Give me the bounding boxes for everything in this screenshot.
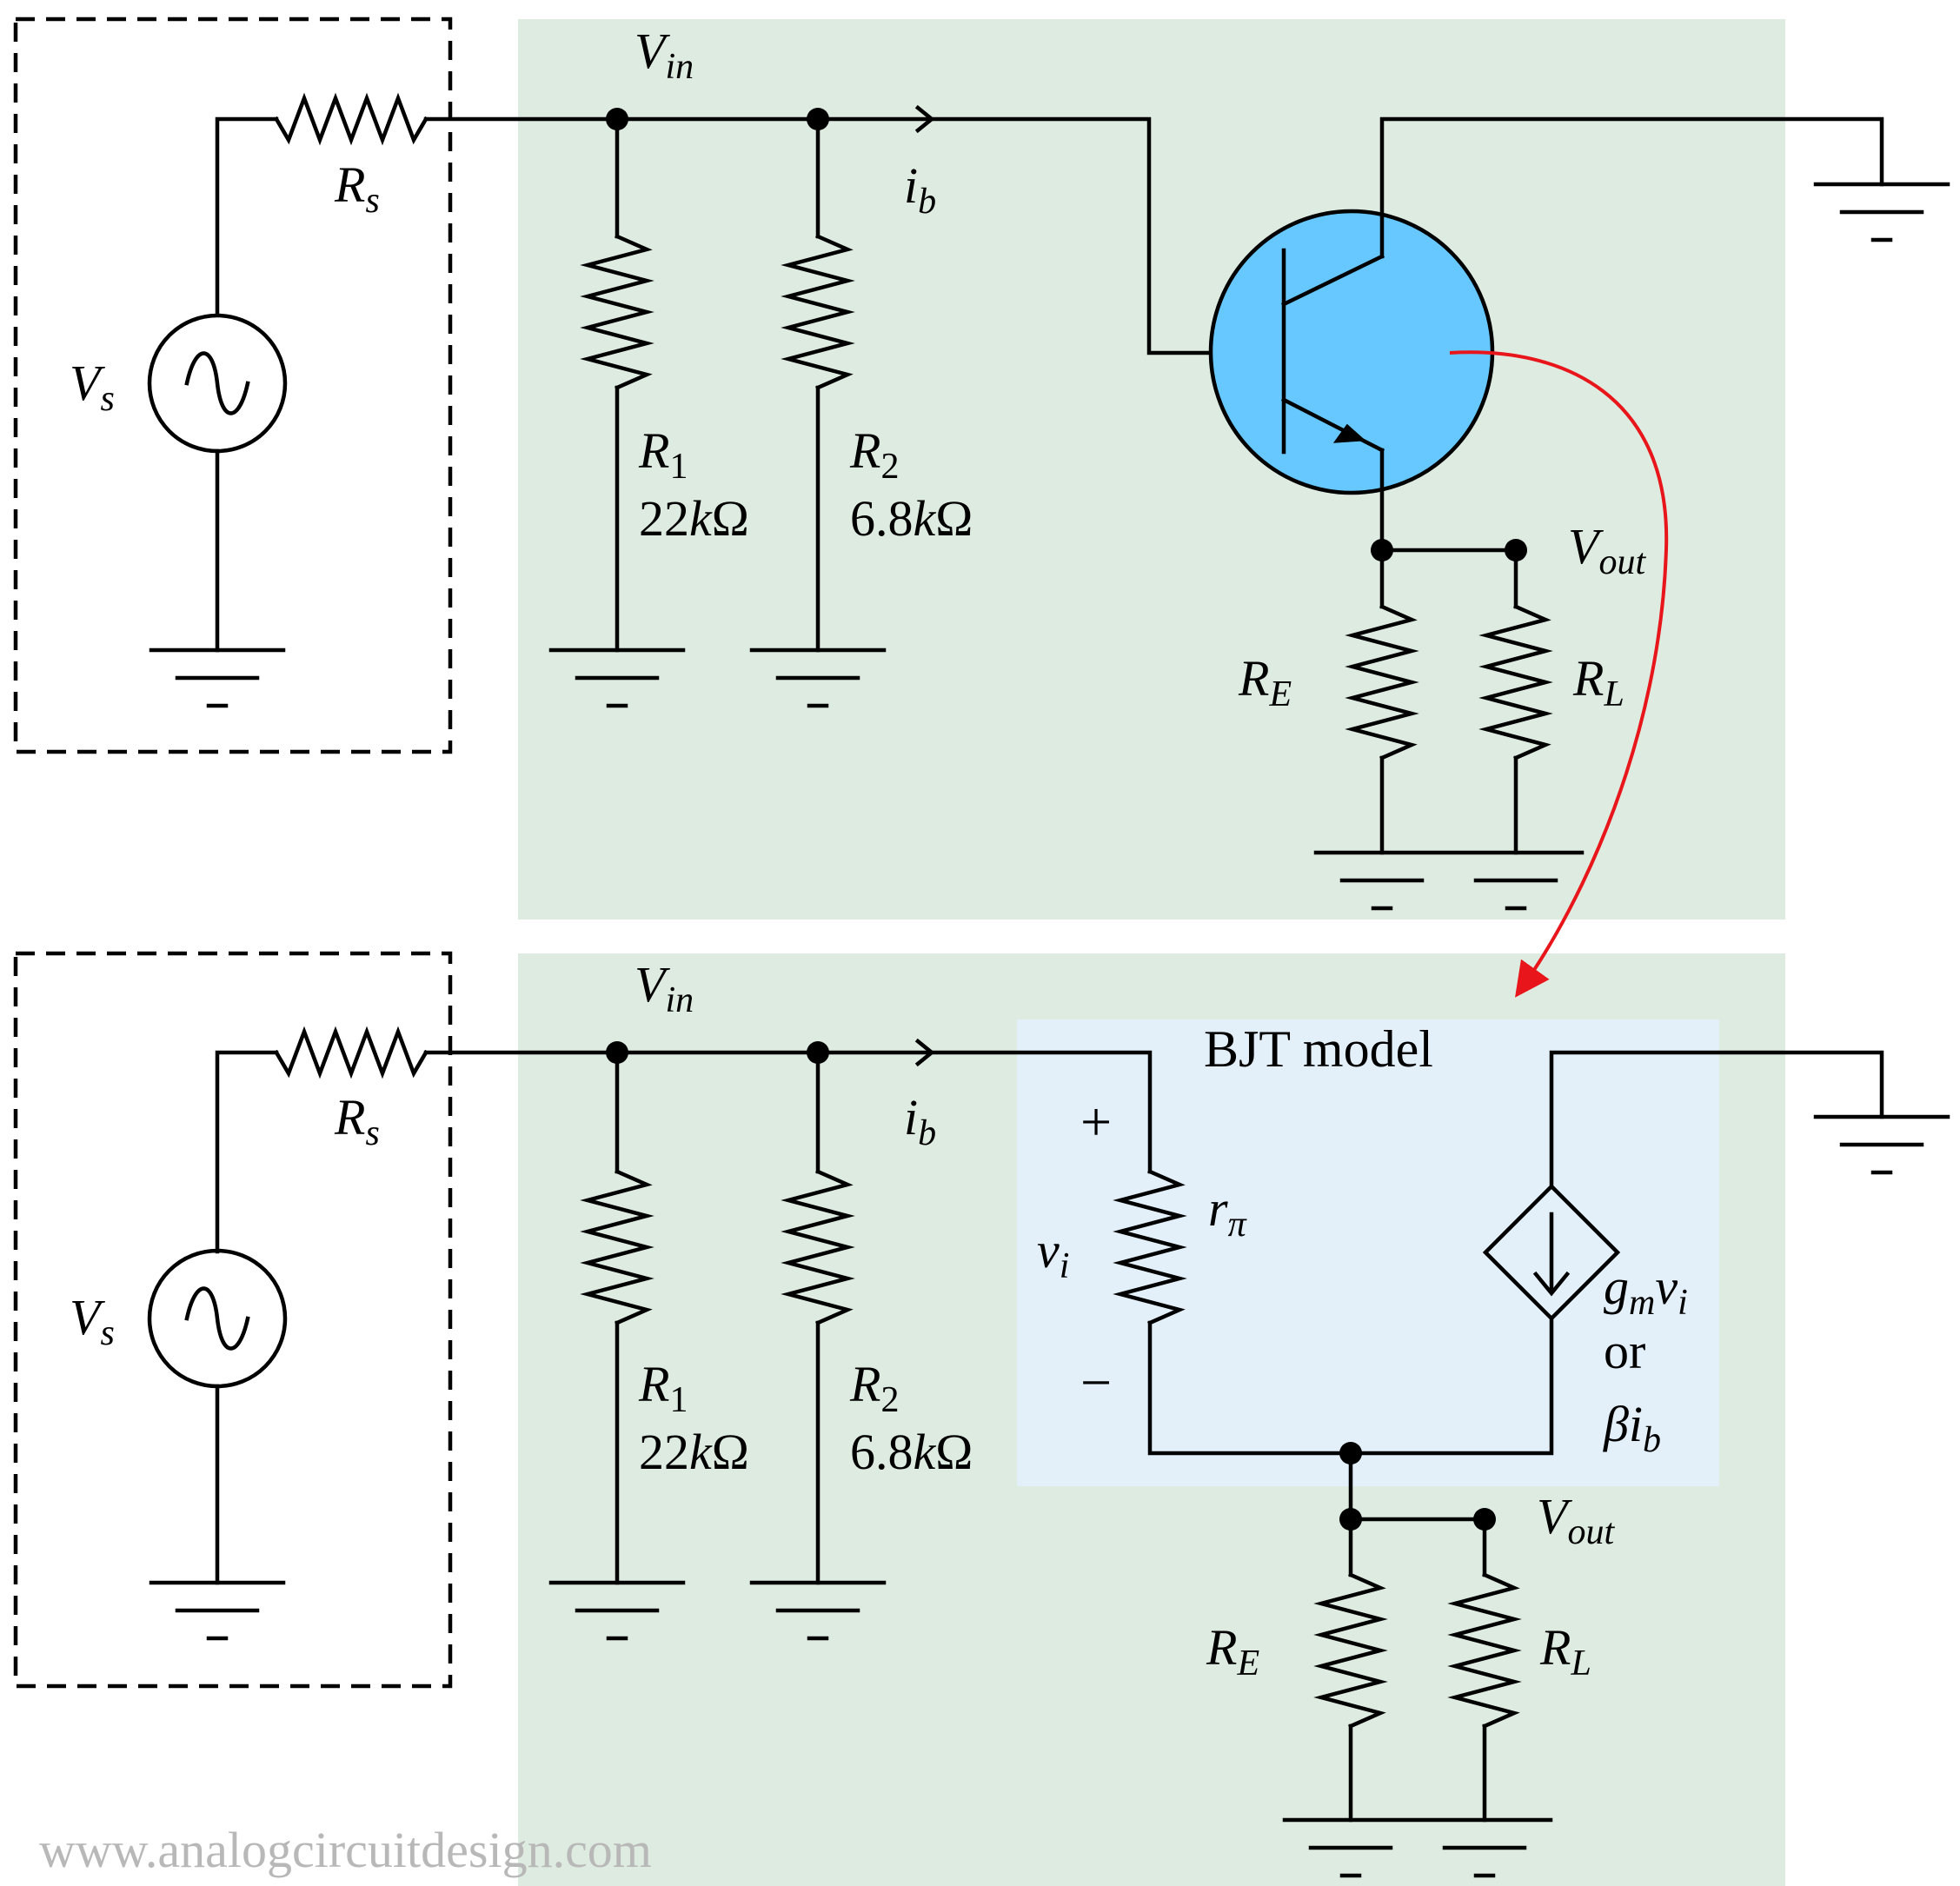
emitter-arrow-icon	[1332, 423, 1366, 443]
label-vs: Vs	[70, 355, 115, 419]
label-re: RE	[1238, 650, 1292, 714]
ground-icon	[1282, 1817, 1553, 1878]
sine-icon	[184, 1286, 250, 1351]
transistor-emitter-lead	[1280, 396, 1385, 454]
label-rs: Rs	[334, 156, 380, 221]
resistor-r1-icon	[580, 234, 654, 390]
label-r1: R1	[638, 1356, 688, 1420]
junction-dot	[1339, 1508, 1362, 1531]
wire	[423, 116, 1215, 355]
wire	[215, 116, 279, 315]
junction-dot	[807, 108, 829, 130]
label-rl: RL	[1572, 650, 1624, 714]
bjt-model-background	[1017, 1019, 1719, 1486]
junction-dot	[606, 108, 628, 130]
ground-icon	[1813, 182, 1950, 242]
label-rl: RL	[1539, 1619, 1591, 1683]
label-ib: ib	[904, 1089, 936, 1153]
wire	[1379, 116, 1884, 259]
label-gm-vi: gmvi	[1604, 1258, 1688, 1323]
label-re: RE	[1206, 1619, 1259, 1683]
label-r2: R2	[849, 1356, 899, 1420]
resistor-re-icon	[1313, 1572, 1388, 1729]
wire	[1549, 1050, 1884, 1189]
current-arrow-icon	[914, 104, 935, 134]
label-vin: Vin	[635, 23, 694, 87]
label-vi: vi	[1037, 1222, 1069, 1286]
down-arrow-icon	[1532, 1271, 1571, 1297]
label-ib: ib	[904, 157, 936, 222]
label-vs: Vs	[70, 1289, 115, 1353]
resistor-rpi-icon	[1113, 1169, 1187, 1325]
junction-dot	[606, 1041, 628, 1064]
ground-icon	[1813, 1114, 1950, 1175]
label-r2: R2	[849, 422, 899, 487]
top-circuit	[147, 92, 1950, 911]
resistor-r1-icon	[580, 1169, 654, 1325]
sine-icon	[184, 351, 250, 415]
source-box-bottom	[13, 951, 453, 1689]
ground-icon	[749, 647, 887, 708]
ground-icon	[149, 647, 286, 708]
label-beta-ib: βib	[1603, 1396, 1661, 1460]
dependent-current-source-icon	[1482, 1183, 1621, 1322]
source-box-top	[13, 17, 453, 754]
model-mapping-arrow	[1449, 350, 1669, 998]
bjt-model-title: BJT model	[1204, 1020, 1433, 1078]
ground-icon	[548, 1580, 686, 1641]
label-r2-value: 6.8kΩ	[850, 490, 973, 547]
top-panel-background	[518, 19, 1785, 920]
label-vout: Vout	[1537, 1488, 1615, 1552]
resistor-r2-icon	[781, 234, 855, 390]
resistor-rl-icon	[1447, 1572, 1522, 1729]
ground-icon	[749, 1580, 887, 1641]
vi-minus-sign: −	[1080, 1351, 1112, 1413]
label-vin: Vin	[635, 956, 694, 1020]
label-or: or	[1604, 1323, 1645, 1379]
current-arrow-icon	[914, 1038, 935, 1067]
junction-dot	[1339, 1442, 1362, 1464]
label-r1: R1	[638, 422, 688, 487]
label-r1-value: 22kΩ	[639, 1424, 749, 1480]
wire	[215, 1050, 279, 1254]
label-rs: Rs	[334, 1089, 380, 1153]
label-r2-value: 6.8kΩ	[850, 1424, 973, 1480]
resistor-r2-icon	[781, 1169, 855, 1325]
label-vout: Vout	[1568, 518, 1646, 582]
junction-dot	[1371, 539, 1393, 561]
resistor-rl-icon	[1478, 604, 1553, 760]
transistor-collector-lead	[1280, 253, 1385, 308]
ground-icon	[149, 1580, 286, 1641]
resistor-re-icon	[1345, 604, 1419, 760]
ground-icon	[1313, 850, 1585, 911]
resistor-rs-icon	[273, 1026, 429, 1079]
resistor-rs-icon	[273, 92, 429, 146]
label-r1-value: 22kΩ	[639, 490, 749, 547]
label-rpi: rπ	[1208, 1180, 1247, 1245]
ground-icon	[548, 647, 686, 708]
vi-plus-sign: +	[1080, 1091, 1112, 1152]
wire	[423, 1050, 1153, 1174]
bottom-circuit	[147, 1026, 1950, 1878]
junction-dot	[807, 1041, 829, 1064]
watermark: www.analogcircuitdesign.com	[39, 1822, 652, 1878]
